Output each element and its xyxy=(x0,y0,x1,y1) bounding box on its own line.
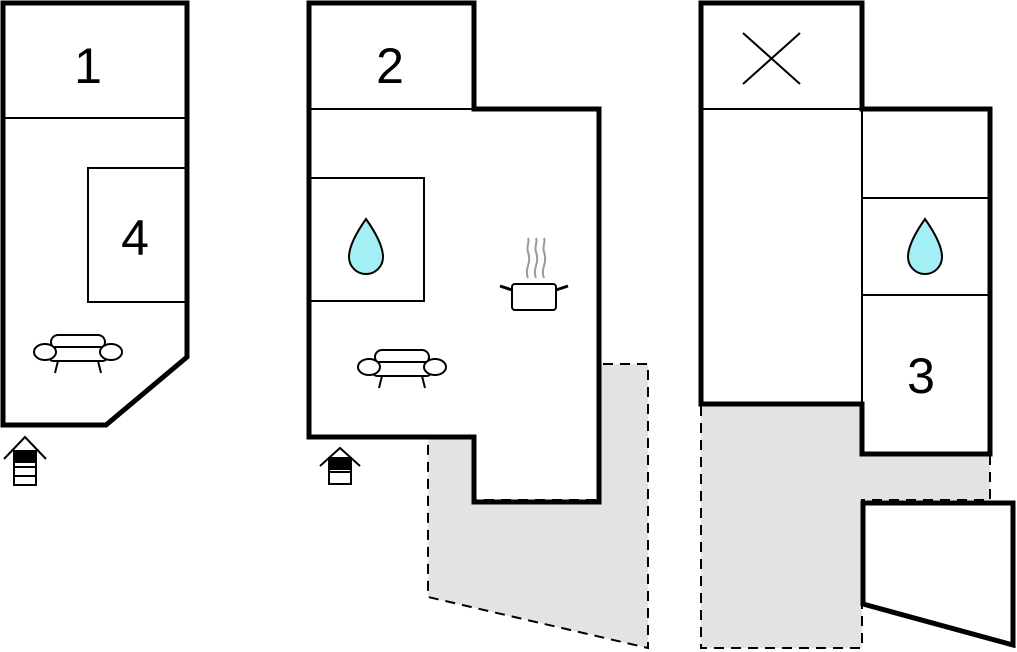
terrace-right xyxy=(700,403,991,649)
room-label-2: 2 xyxy=(376,38,404,94)
room-label-1: 1 xyxy=(74,38,102,94)
terrace-middle xyxy=(427,363,649,650)
water-drop-icon xyxy=(347,217,385,275)
entrance-icon xyxy=(319,446,361,485)
sofa-icon xyxy=(357,349,447,389)
unit-middle: 2 xyxy=(306,0,649,650)
room-label-3: 3 xyxy=(907,348,935,404)
bathroom-box-middle xyxy=(308,177,425,302)
room-4-box xyxy=(87,167,188,303)
unit-middle-outline xyxy=(306,0,602,505)
entrance-icon xyxy=(3,435,47,486)
unit-left: 1 4 xyxy=(0,0,190,486)
annex-outline xyxy=(860,500,1016,649)
sofa-icon xyxy=(33,334,123,374)
unit-right-outline xyxy=(698,0,993,457)
cooking-pot-icon xyxy=(499,237,569,311)
unit-left-outline xyxy=(0,0,190,428)
no-access-cross-icon xyxy=(742,32,801,85)
water-drop-icon xyxy=(906,217,944,275)
room-label-4: 4 xyxy=(121,210,149,266)
unit-right: 3 xyxy=(698,0,1016,649)
